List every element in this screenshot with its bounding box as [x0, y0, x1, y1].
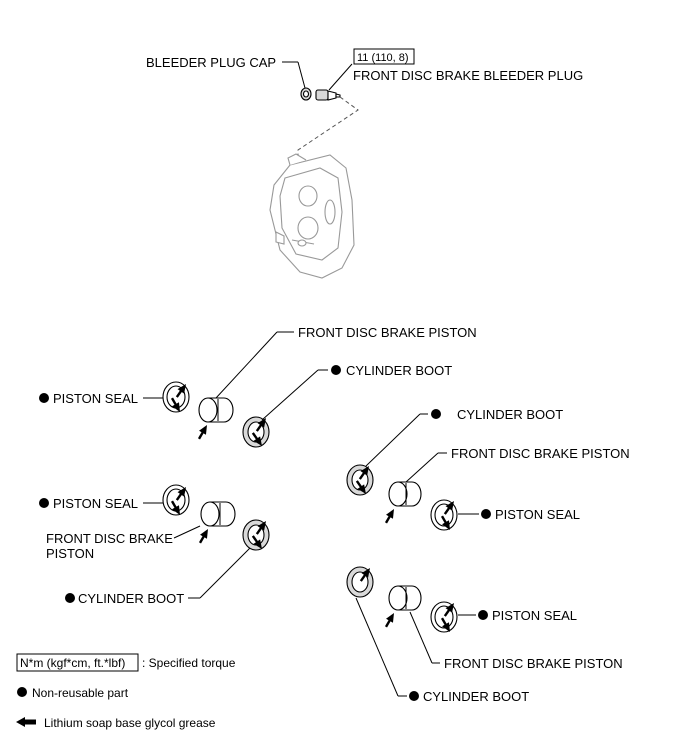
assembly-dashed-line	[297, 96, 359, 162]
piston-r2-label: FRONT DISC BRAKE PISTON	[444, 656, 623, 671]
legend-torque-box	[16, 653, 139, 672]
non-reusable-icon	[39, 393, 49, 403]
bleeder-plug-label: FRONT DISC BRAKE BLEEDER PLUG	[353, 68, 583, 83]
piston-seal-l1-label: PISTON SEAL	[53, 391, 138, 406]
torque-value: 11 (110, 8)	[357, 52, 409, 64]
piston-l1	[198, 397, 234, 423]
piston-seal-r2-label: PISTON SEAL	[492, 608, 577, 623]
non-reusable-icon	[409, 691, 419, 701]
piston-r1	[388, 481, 422, 507]
cylinder-boot-r1	[346, 464, 374, 496]
legend-torque-desc: : Specified torque	[142, 656, 236, 670]
legend-grease-arrow-icon	[16, 717, 36, 727]
bleeder-plug	[315, 89, 341, 101]
non-reusable-icon	[431, 409, 441, 419]
torque-box	[353, 48, 415, 65]
non-reusable-icon	[39, 498, 49, 508]
legend-non-reusable-text: Non-reusable part	[32, 686, 129, 700]
non-reusable-icon	[65, 593, 75, 603]
cylinder-boot-l2-label: CYLINDER BOOT	[78, 591, 184, 606]
cylinder-boot-r2-label: CYLINDER BOOT	[423, 689, 529, 704]
piston-l2-label-line2: PISTON	[46, 546, 94, 561]
legend: N*m (kgf*cm, ft.*lbf) : Specified torque…	[16, 653, 236, 730]
bleeder-plug-leader	[328, 63, 353, 91]
brake-caliper	[269, 153, 355, 279]
cylinder-boot-r1-label: CYLINDER BOOT	[457, 407, 563, 422]
bleeder-plug-cap-label: BLEEDER PLUG CAP	[146, 55, 276, 70]
cylinder-boot-top-label: CYLINDER BOOT	[346, 363, 452, 378]
piston-seal-r1-label: PISTON SEAL	[495, 507, 580, 522]
piston-r2	[388, 585, 422, 611]
piston-l2-label-line1: FRONT DISC BRAKE	[46, 531, 173, 546]
bleeder-plug-cap	[300, 87, 312, 101]
non-reusable-icon	[481, 509, 491, 519]
legend-torque-unit: N*m (kgf*cm, ft.*lbf)	[20, 656, 125, 670]
piston-top-label: FRONT DISC BRAKE PISTON	[298, 325, 477, 340]
non-reusable-icon	[331, 365, 341, 375]
piston-r1-label: FRONT DISC BRAKE PISTON	[451, 446, 630, 461]
piston-seal-l2-label: PISTON SEAL	[53, 496, 138, 511]
legend-non-reusable-icon	[17, 687, 27, 697]
legend-grease-text: Lithium soap base glycol grease	[44, 716, 216, 730]
piston-l2	[200, 501, 236, 527]
non-reusable-icon	[478, 610, 488, 620]
